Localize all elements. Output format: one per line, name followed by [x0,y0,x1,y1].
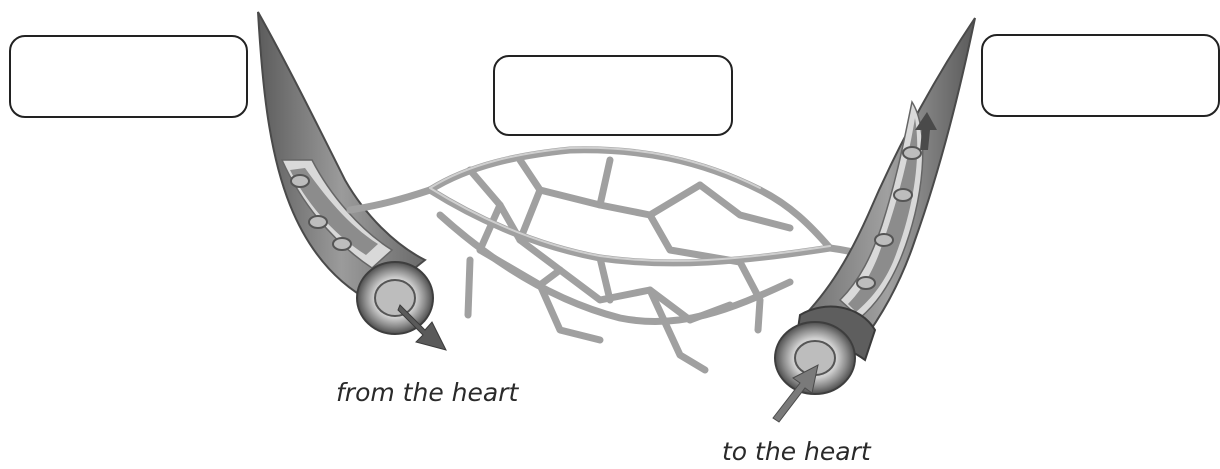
red-blood-cell [333,238,351,250]
label-box-center[interactable] [493,55,733,136]
caption-to-the-heart: to the heart [722,437,871,466]
artery-opening-inner [375,280,415,316]
red-blood-cell [857,277,875,289]
red-blood-cell [309,216,327,228]
red-blood-cell [903,147,921,159]
red-blood-cell [291,175,309,187]
artery [258,12,446,350]
label-box-right[interactable] [981,34,1220,117]
artery-outer-wall [258,12,425,302]
red-blood-cell [875,234,893,246]
red-blood-cell [894,189,912,201]
vein-outer-wall [800,18,975,345]
caption-from-the-heart: from the heart [336,378,518,407]
label-box-left[interactable] [9,35,248,118]
